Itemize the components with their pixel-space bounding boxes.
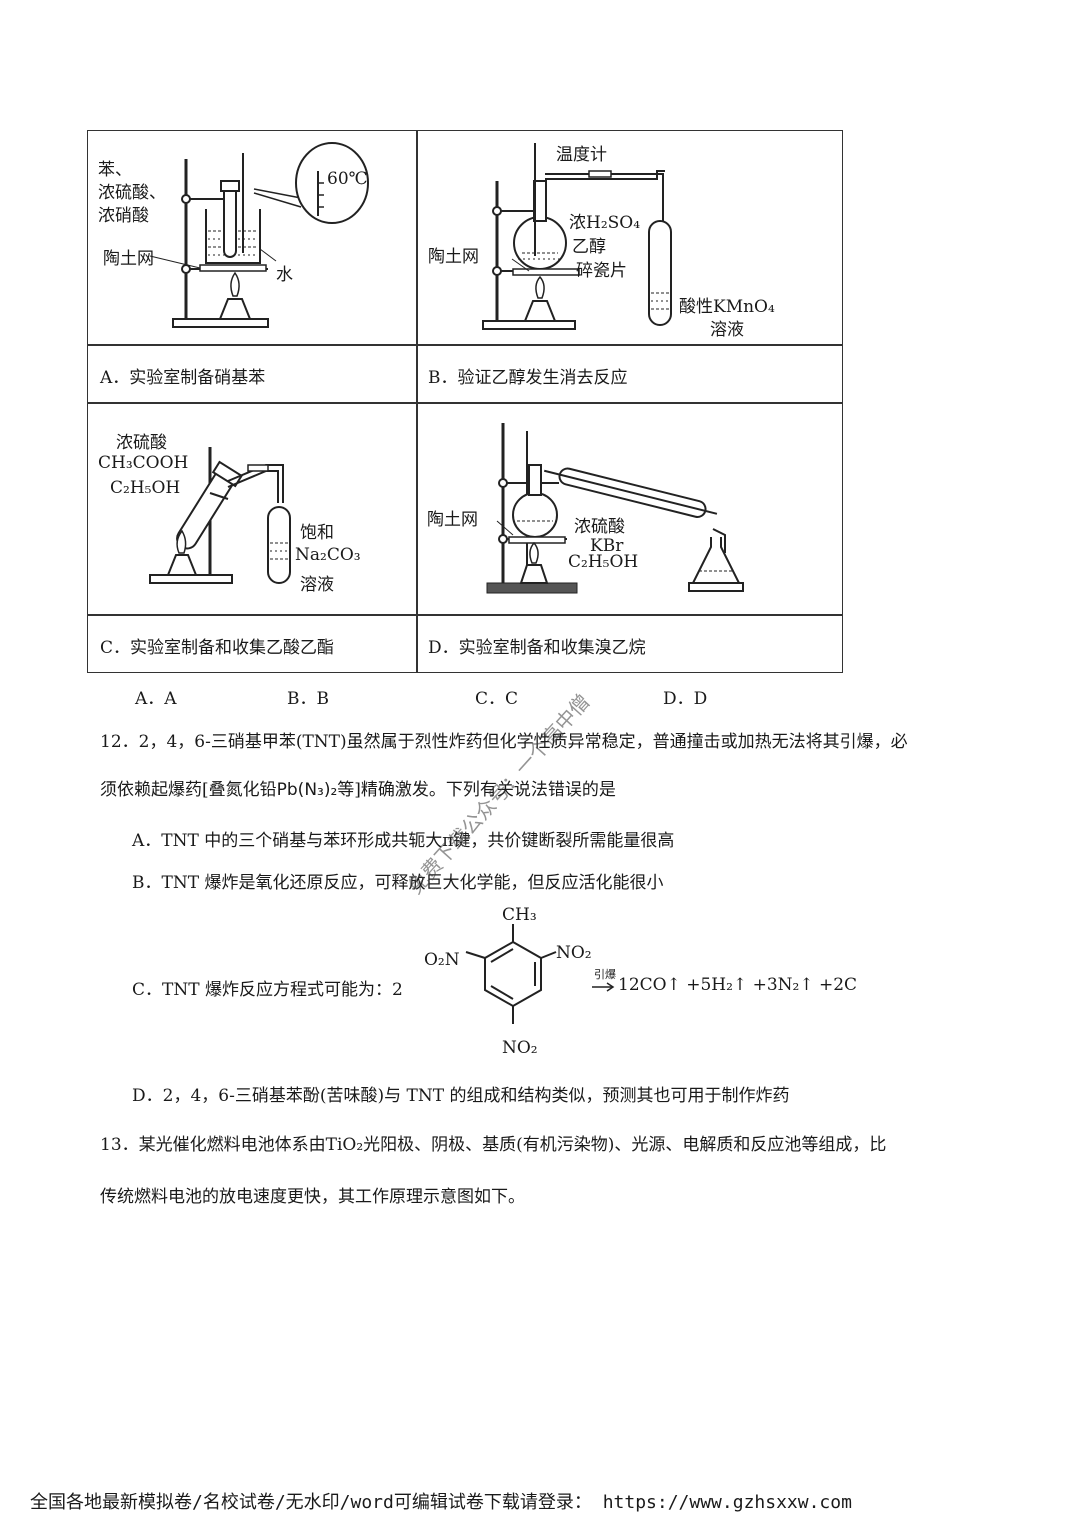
table-cell-d-caption xyxy=(416,614,843,673)
tnt-left-no2: O₂N xyxy=(424,950,460,970)
q12-option-b: B．TNT 爆炸是氧化还原反应，可释放巨大化学能，但反应活化能很小 xyxy=(132,873,664,893)
caption-a: A．实验室制备硝基苯 xyxy=(100,368,266,388)
d-label-kbr: KBr xyxy=(590,536,624,556)
table-cell-c-caption xyxy=(87,614,418,673)
q11-option-b: B．B xyxy=(287,689,329,709)
q12-stem-line1: 12．2，4，6-三硝基甲苯(TNT)虽然属于烈性炸药但化学性质异常稳定，普通撞… xyxy=(100,732,908,752)
a-label-reagent-1: 苯、 xyxy=(98,160,132,180)
a-label-water: 水 xyxy=(276,265,293,285)
caption-b: B．验证乙醇发生消去反应 xyxy=(428,368,628,388)
b-label-gauze: 陶土网 xyxy=(428,247,479,267)
q12-option-d: D．2，4，6-三硝基苯酚(苦味酸)与 TNT 的组成和结构类似，预测其也可用于… xyxy=(132,1086,790,1106)
q11-option-c: C．C xyxy=(475,689,519,709)
a-label-reagent-2: 浓硫酸、 xyxy=(98,183,166,203)
b-label-chips: 碎瓷片 xyxy=(576,261,627,281)
q13-stem-line2: 传统燃料电池的放电速度更快，其工作原理示意图如下。 xyxy=(100,1187,525,1207)
tnt-ch3: CH₃ xyxy=(502,905,537,925)
footer-download-notice: 全国各地最新模拟卷/名校试卷/无水印/word可编辑试卷下载请登录： https… xyxy=(30,1492,852,1513)
b-label-solution: 溶液 xyxy=(710,320,744,340)
q12-stem-line2-b: 等]精确激发。下列有关说法错误的是 xyxy=(337,780,616,800)
q12-formula-pb: Pb(N₃)₂ xyxy=(276,780,338,800)
reaction-arrow xyxy=(592,982,615,992)
apparatus-d-bromoethane xyxy=(486,423,744,594)
d-label-ethanol: C₂H₅OH xyxy=(568,552,639,572)
caption-d: D．实验室制备和收集溴乙烷 xyxy=(428,638,646,658)
tnt-right-no2: NO₂ xyxy=(556,943,592,963)
a-label-reagent-3: 浓硝酸 xyxy=(98,206,149,226)
apparatus-a-nitrobenzene xyxy=(149,142,369,328)
table-cell-d-image xyxy=(416,402,843,616)
c-label-saturated: 饱和 xyxy=(300,523,334,543)
q12-option-a: A．TNT 中的三个硝基与苯环形成共轭大π键，共价键断裂所需能量很高 xyxy=(132,831,675,851)
table-cell-a-image xyxy=(87,130,418,346)
table-cell-c-image xyxy=(87,402,418,616)
reaction-products: 12CO↑ +5H₂↑ +3N₂↑ +2C xyxy=(618,975,858,995)
a-label-gauze: 陶土网 xyxy=(103,249,154,269)
c-label-na2co3: Na₂CO₃ xyxy=(295,545,361,565)
d-label-acid: 浓硫酸 xyxy=(574,517,625,537)
tnt-bottom-no2: NO₂ xyxy=(502,1038,538,1058)
table-cell-b-image xyxy=(416,130,843,346)
c-label-ethanol: C₂H₅OH xyxy=(110,478,181,498)
tnt-structure xyxy=(465,924,557,1024)
reaction-arrow-label: 引爆 xyxy=(594,968,616,981)
apparatus-c-ethyl-acetate xyxy=(149,447,291,584)
q11-option-d: D．D xyxy=(663,689,708,709)
q13-stem-line1: 13．某光催化燃料电池体系由TiO₂光阳极、阴极、基质(有机污染物)、光源、电解… xyxy=(100,1135,887,1155)
q12-stem-line2: 须依赖起爆药[叠氮化铅Pb(N₃)₂等]精确激发。下列有关说法错误的是 xyxy=(100,775,616,800)
table-cell-a-caption xyxy=(87,344,418,404)
c-label-acetic-acid: CH₃COOH xyxy=(98,453,189,473)
a-label-temperature: 60℃ xyxy=(327,169,368,189)
apparatus-b-ethanol-elimination xyxy=(482,143,672,330)
c-label-solution: 溶液 xyxy=(300,575,334,595)
caption-c: C．实验室制备和收集乙酸乙酯 xyxy=(100,638,335,658)
b-label-ethanol: 乙醇 xyxy=(572,237,606,257)
b-label-kmno4: 酸性KMnO₄ xyxy=(679,297,775,317)
b-label-acid: 浓H₂SO₄ xyxy=(569,213,641,233)
c-label-acid: 浓硫酸 xyxy=(116,433,167,453)
d-label-gauze: 陶土网 xyxy=(427,510,478,530)
q12-stem-line2-a: 须依赖起爆药[叠氮化铅 xyxy=(100,780,277,800)
q12-option-c-prefix: C．TNT 爆炸反应方程式可能为：2 xyxy=(132,980,403,1000)
q11-option-a: A．A xyxy=(135,689,177,709)
table-cell-b-caption xyxy=(416,344,843,404)
b-label-thermometer: 温度计 xyxy=(556,145,607,165)
